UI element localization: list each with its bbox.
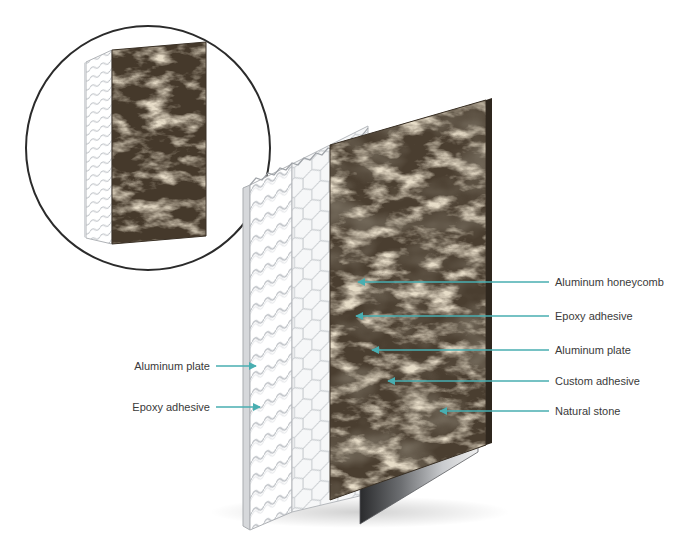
inset-circle [26, 26, 270, 270]
inset-panel [84, 35, 220, 255]
leader-arrow [388, 380, 549, 382]
leader-arrow [440, 410, 549, 412]
stone-edge [486, 98, 492, 445]
leader-arrow [216, 365, 256, 367]
inset-honeycomb-edge [86, 50, 112, 244]
stone-outline [330, 100, 486, 500]
stone-veins [320, 90, 500, 510]
leader-arrow [358, 281, 549, 283]
back-aluminum-plate [243, 185, 250, 530]
inset-stone-outline [112, 42, 206, 244]
part-label: Epoxy adhesive [555, 309, 633, 323]
leader-arrows [216, 282, 549, 411]
exploded-panel [243, 90, 500, 530]
leader-arrow [372, 349, 549, 351]
leader-arrow [216, 406, 260, 408]
inset-stone-base [100, 35, 220, 255]
part-label: Natural stone [555, 404, 620, 418]
stone-base [320, 90, 500, 510]
part-label: Epoxy adhesive [132, 400, 210, 414]
natural-stone [320, 90, 500, 510]
part-label: Custom adhesive [555, 374, 640, 388]
part-label: Aluminum plate [134, 359, 210, 373]
stone-shade [320, 90, 500, 510]
part-label: Aluminum honeycomb [555, 275, 664, 289]
leader-arrow [356, 315, 549, 317]
honeycomb-side [250, 164, 292, 530]
inset-plate-edge [84, 62, 86, 238]
inset-stone-veins [100, 35, 220, 255]
inset-stone [100, 35, 220, 255]
part-label: Aluminum plate [555, 343, 631, 357]
